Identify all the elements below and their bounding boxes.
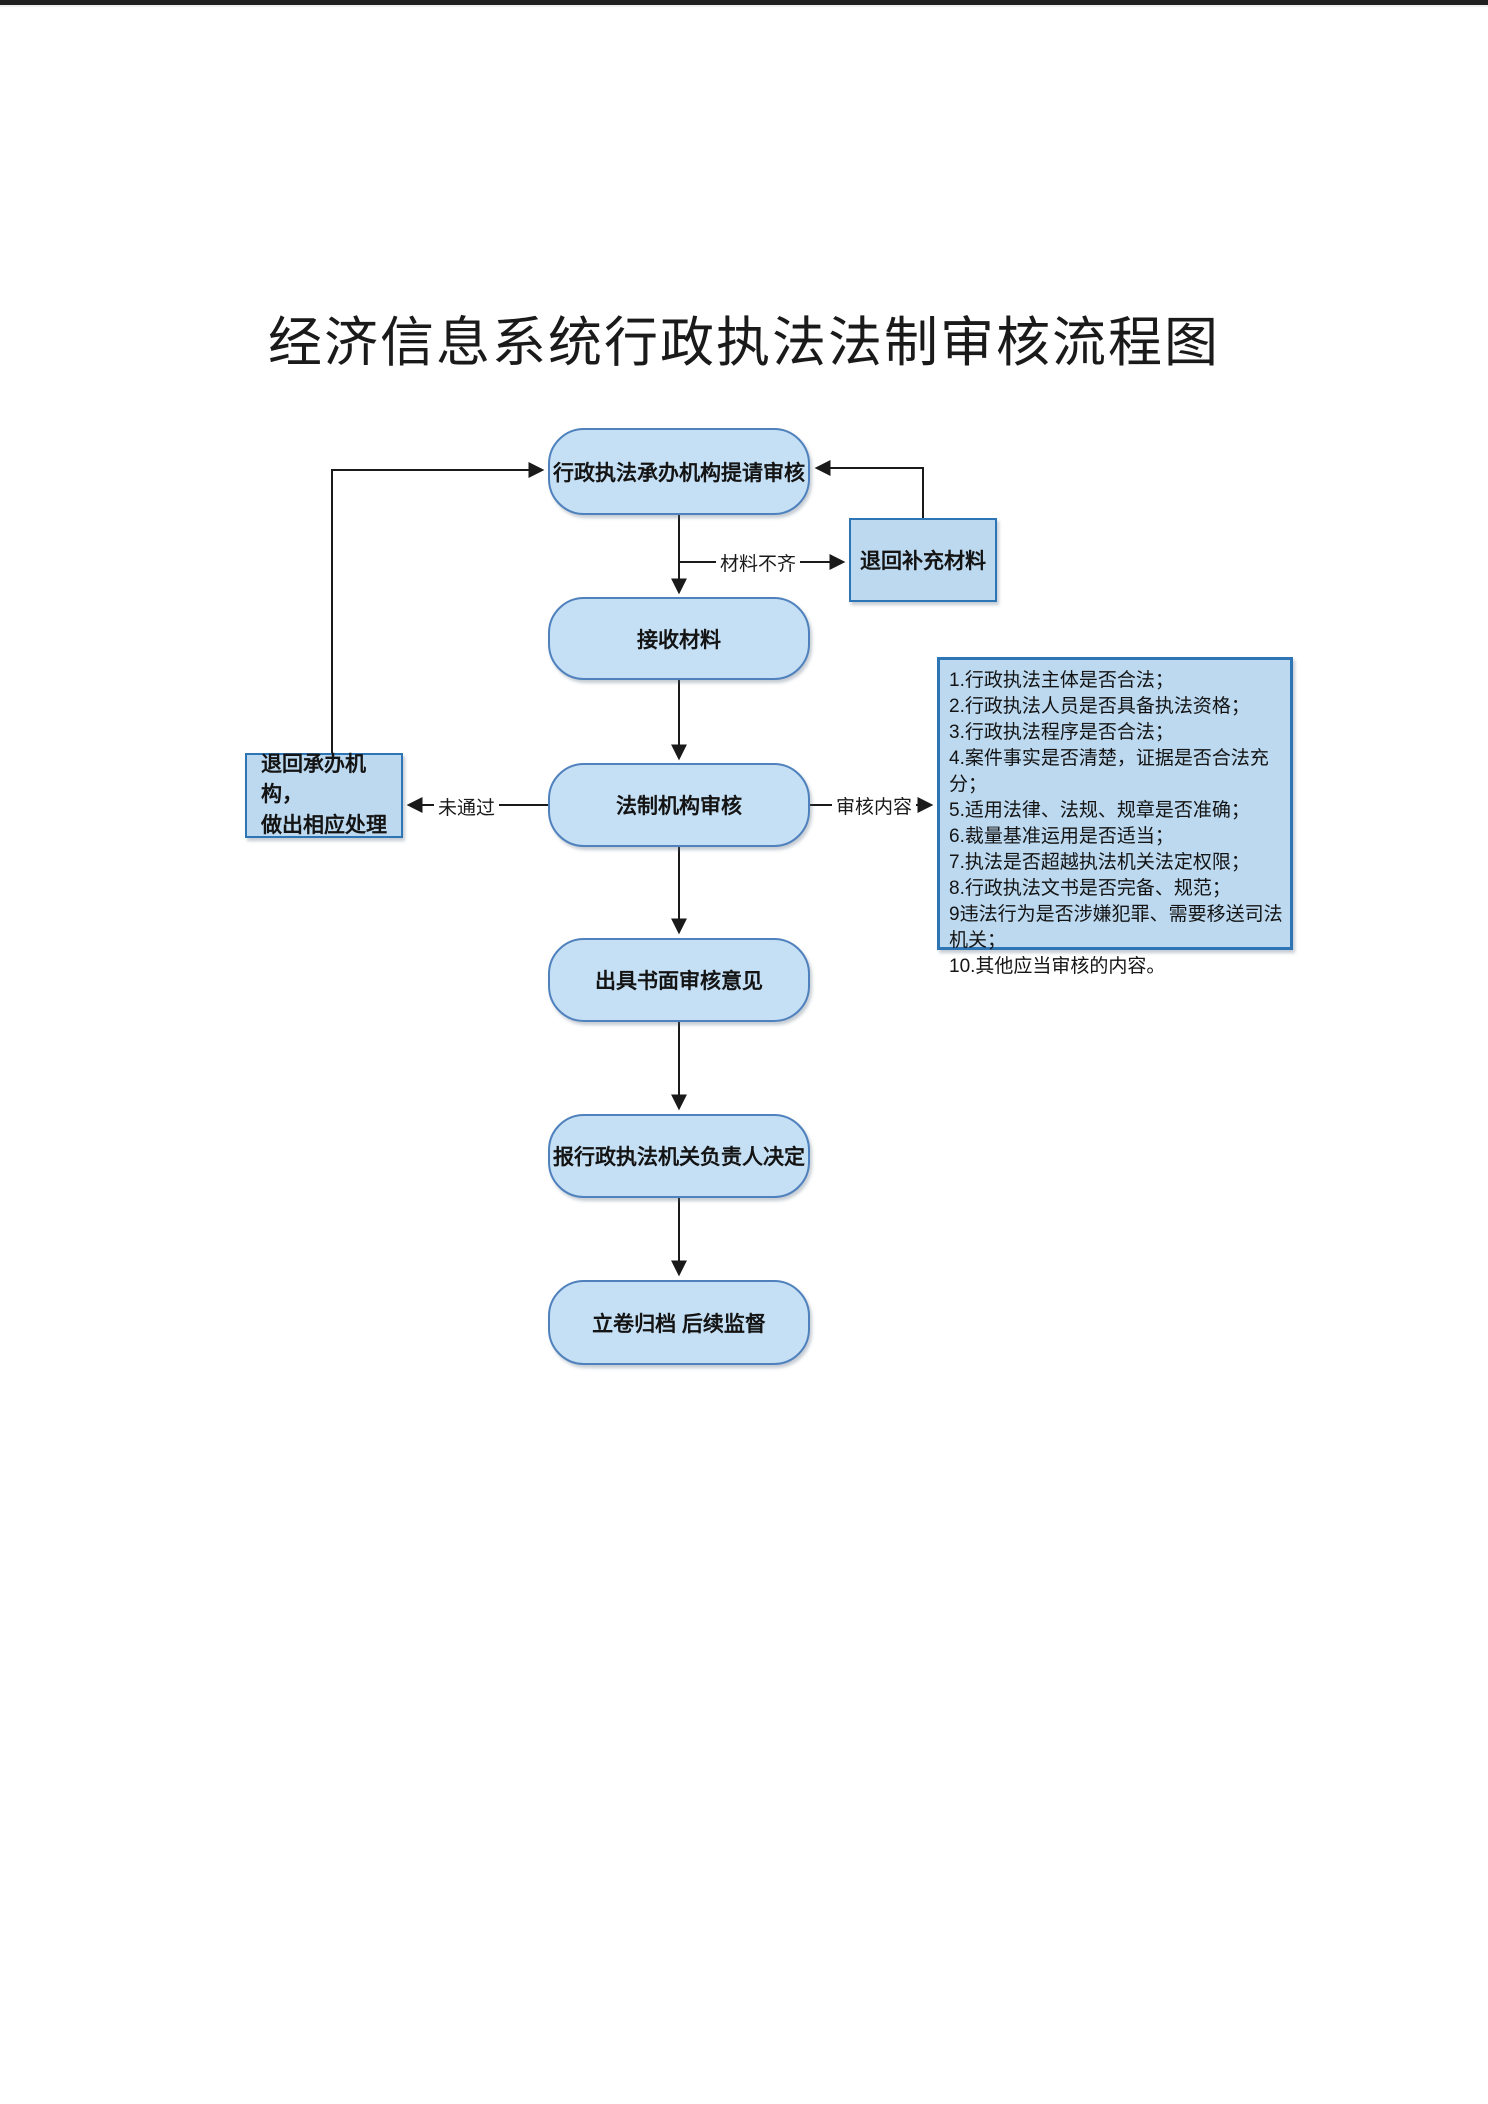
box-return-to-agency-line2: 做出相应处理 [261,813,387,837]
flow-node-written-opinion: 出具书面审核意见 [548,938,810,1022]
review-item-6: 6.裁量基准运用是否适当； [949,826,1174,847]
flow-node-receive-materials: 接收材料 [548,597,810,680]
flow-node-review-label: 法制机构审核 [616,795,742,818]
window-top-edge-highlight [0,5,1488,7]
flow-node-legal-review: 法制机构审核 [548,763,810,847]
review-item-5: 5.适用法律、法规、规章是否准确； [949,800,1250,821]
edge-label-materials-incomplete: 材料不齐 [716,549,801,576]
flow-node-start-label: 行政执法承办机构提请审核 [553,461,805,485]
flow-node-archive-label: 立卷归档 后续监督 [592,1312,766,1336]
flow-node-report-label: 报行政执法机关负责人决定 [553,1146,805,1169]
review-item-3: 3.行政执法程序是否合法； [949,722,1174,743]
edge-supplement-back-to-start [814,460,924,518]
review-item-1: 1.行政执法主体是否合法； [949,670,1174,691]
box-return-to-agency: 退回承办机构， 做出相应处理 [245,753,403,838]
review-item-10: 10.其他应当审核的内容。 [949,956,1166,977]
review-item-9: 9违法行为是否涉嫌犯罪、需要移送司法机关； [949,904,1283,951]
box-return-to-agency-label: 退回承办机构， 做出相应处理 [261,750,401,841]
review-item-4: 4.案件事实是否清楚，证据是否合法充分； [949,748,1269,795]
review-item-2: 2.行政执法人员是否具备执法资格； [949,696,1250,717]
window-top-edge [0,0,1488,5]
flow-node-start: 行政执法承办机构提请审核 [548,428,810,515]
flow-node-opinion-label: 出具书面审核意见 [595,970,763,993]
box-return-to-agency-line1: 退回承办机构， [261,752,366,807]
flow-node-report-to-head: 报行政执法机关负责人决定 [548,1114,810,1198]
flow-node-archive-supervise: 立卷归档 后续监督 [548,1280,810,1365]
review-content-note-box: 1.行政执法主体是否合法； 2.行政执法人员是否具备执法资格； 3.行政执法程序… [937,657,1293,977]
review-item-7: 7.执法是否超越执法机关法定权限； [949,852,1250,873]
edge-label-review-content: 审核内容 [832,792,917,819]
edge-agency-back-to-start [331,462,545,753]
box-return-supplement-materials: 退回补充材料 [849,518,997,602]
page-title: 经济信息系统行政执法法制审核流程图 [268,313,1220,373]
edge-label-not-passed: 未通过 [434,793,500,820]
review-item-8: 8.行政执法文书是否完备、规范； [949,878,1231,899]
box-return-supplement-label: 退回补充材料 [860,550,986,573]
flow-node-receive-label: 接收材料 [637,628,721,652]
